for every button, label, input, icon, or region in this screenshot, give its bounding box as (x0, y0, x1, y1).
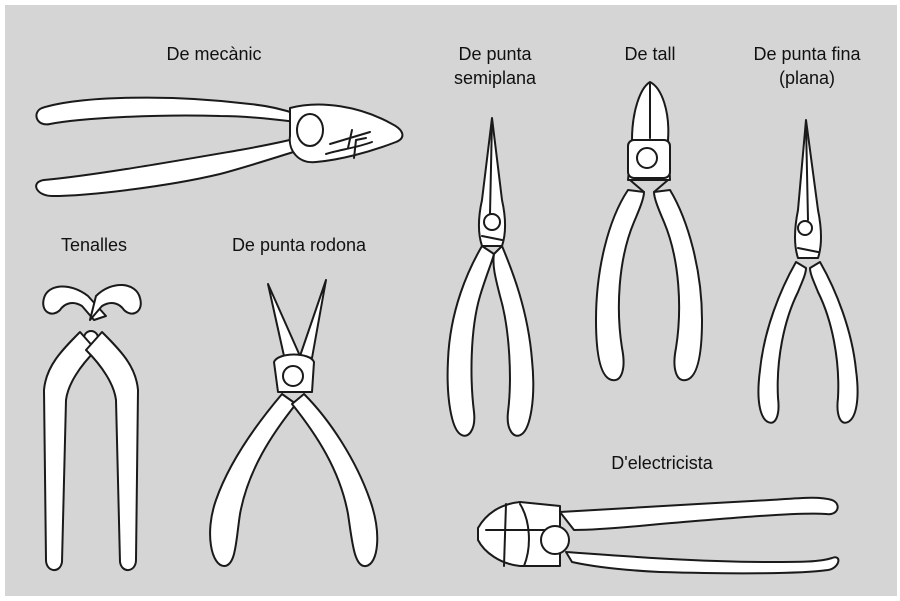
diagonal-cutters-drawing (596, 82, 702, 380)
label-de-punta-rodona: De punta rodona (214, 234, 384, 256)
label-de-punta-fina-line2: (plana) (742, 67, 872, 89)
round-nose-pliers-drawing (210, 280, 377, 566)
needle-nose-pliers-drawing (758, 120, 857, 423)
label-d-electricista: D'electricista (592, 452, 732, 474)
slip-joint-pliers-drawing (36, 98, 402, 196)
linemans-pliers-drawing (478, 498, 838, 574)
label-de-punta-semiplana-line1: De punta (440, 43, 550, 65)
label-tenalles: Tenalles (44, 234, 144, 256)
end-cutting-pincers-drawing (43, 285, 141, 570)
label-de-punta-fina-line1: De punta fina (742, 43, 872, 65)
label-de-tall: De tall (610, 43, 690, 65)
half-round-nose-pliers-drawing (448, 118, 534, 436)
label-de-punta-semiplana-line2: semiplana (440, 67, 550, 89)
label-de-mecanic: De mecànic (154, 43, 274, 65)
